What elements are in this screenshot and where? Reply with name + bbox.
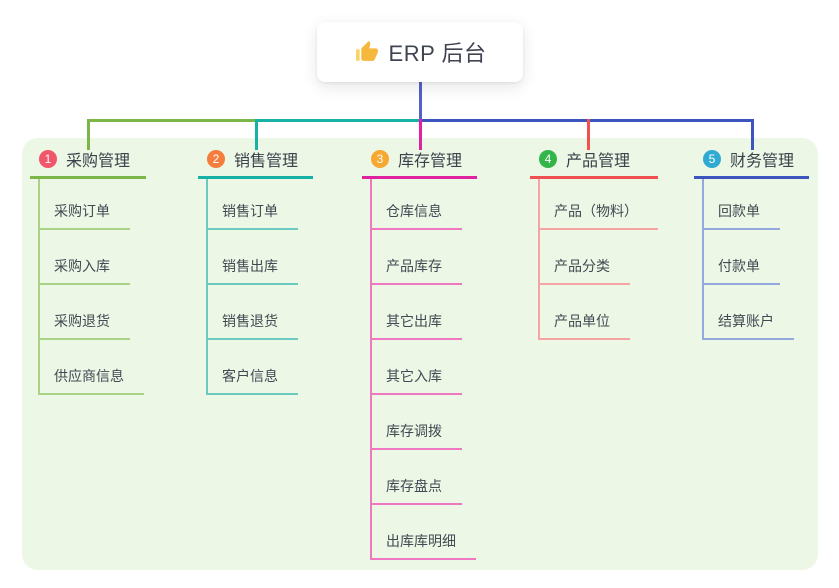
branch-badge-3: 3 (371, 150, 389, 168)
branch-3-connector-drop (419, 119, 422, 150)
branch-badge-5: 5 (703, 150, 721, 168)
branch-badge-1: 1 (39, 150, 57, 168)
branch-label-4: 产品管理 (566, 153, 631, 170)
branch-label-2: 销售管理 (234, 153, 299, 170)
child-node-3-6[interactable]: 库存盘点 (372, 450, 462, 505)
child-node-label: 库存盘点 (386, 478, 442, 494)
child-node-label: 其它入库 (386, 368, 442, 384)
child-node-4-2[interactable]: 产品分类 (540, 230, 630, 285)
branch-column-5: 5 财务管理回款单付款单结算账户 (694, 149, 809, 340)
branch-badge-4: 4 (539, 150, 557, 168)
branch-children-2: 销售订单销售出库销售退货客户信息 (206, 179, 298, 395)
child-node-label: 产品分类 (554, 258, 610, 274)
branch-children-1: 采购订单采购入库采购退货供应商信息 (38, 179, 144, 395)
child-node-3-7[interactable]: 出库库明细 (372, 505, 476, 560)
branch-4-connector-drop (587, 119, 590, 150)
child-node-label: 仓库信息 (386, 203, 442, 219)
branch-1-connector-drop (87, 119, 90, 150)
branch-2-connector-drop (255, 119, 258, 150)
branch-badge-2: 2 (207, 150, 225, 168)
child-node-3-4[interactable]: 其它入库 (372, 340, 462, 395)
branch-label-3: 库存管理 (398, 153, 463, 170)
branch-column-3: 3 库存管理仓库信息产品库存其它出库其它入库库存调拨库存盘点出库库明细 (362, 149, 477, 560)
branch-1-connector-line (87, 119, 255, 122)
child-node-3-5[interactable]: 库存调拨 (372, 395, 462, 450)
thumbs-up-icon (354, 40, 379, 65)
child-node-label: 销售订单 (222, 203, 278, 219)
child-node-2-1[interactable]: 销售订单 (208, 179, 298, 230)
child-node-4-3[interactable]: 产品单位 (540, 285, 630, 340)
child-node-1-2[interactable]: 采购入库 (40, 230, 130, 285)
child-node-5-3[interactable]: 结算账户 (704, 285, 794, 340)
child-node-1-1[interactable]: 采购订单 (40, 179, 130, 230)
child-node-label: 销售出库 (222, 258, 278, 274)
child-node-label: 付款单 (718, 258, 760, 274)
child-node-label: 采购退货 (54, 313, 110, 329)
branch-children-3: 仓库信息产品库存其它出库其它入库库存调拨库存盘点出库库明细 (370, 179, 476, 560)
branch-children-4: 产品（物料） 产品分类产品单位 (538, 179, 658, 340)
branch-header-1[interactable]: 1 采购管理 (30, 149, 146, 179)
child-node-4-1[interactable]: 产品（物料） (540, 179, 658, 230)
child-node-label: 供应商信息 (54, 368, 124, 384)
branch-5-connector-drop (751, 119, 754, 150)
root-stem-connector (419, 82, 422, 122)
child-node-3-3[interactable]: 其它出库 (372, 285, 462, 340)
branch-header-5[interactable]: 5 财务管理 (694, 149, 809, 179)
child-node-label: 销售退货 (222, 313, 278, 329)
child-node-2-4[interactable]: 客户信息 (208, 340, 298, 395)
child-node-3-1[interactable]: 仓库信息 (372, 179, 462, 230)
child-node-3-2[interactable]: 产品库存 (372, 230, 462, 285)
child-node-5-2[interactable]: 付款单 (704, 230, 780, 285)
branch-header-3[interactable]: 3 库存管理 (362, 149, 477, 179)
branch-children-5: 回款单付款单结算账户 (702, 179, 794, 340)
child-node-label: 采购入库 (54, 258, 110, 274)
root-node-label: ERP 后台 (388, 41, 487, 66)
child-node-label: 产品库存 (386, 258, 442, 274)
child-node-label: 出库库明细 (386, 533, 456, 549)
child-node-label: 库存调拨 (386, 423, 442, 439)
child-node-1-3[interactable]: 采购退货 (40, 285, 130, 340)
root-node[interactable]: ERP 后台 (317, 22, 523, 82)
branch-header-2[interactable]: 2 销售管理 (198, 149, 313, 179)
branch-label-1: 采购管理 (66, 153, 131, 170)
branch-header-4[interactable]: 4 产品管理 (530, 149, 658, 179)
child-node-label: 结算账户 (718, 313, 774, 329)
branch-background-panel (22, 138, 818, 570)
child-node-2-2[interactable]: 销售出库 (208, 230, 298, 285)
child-node-label: 采购订单 (54, 203, 110, 219)
child-node-2-3[interactable]: 销售退货 (208, 285, 298, 340)
branch-2-connector-line (255, 119, 419, 122)
child-node-5-1[interactable]: 回款单 (704, 179, 780, 230)
child-node-label: 产品（物料） (554, 203, 638, 219)
branch-column-2: 2 销售管理销售订单销售出库销售退货客户信息 (198, 149, 313, 395)
child-node-1-4[interactable]: 供应商信息 (40, 340, 144, 395)
branch-column-1: 1 采购管理采购订单采购入库采购退货供应商信息 (30, 149, 146, 395)
child-node-label: 回款单 (718, 203, 760, 219)
child-node-label: 其它出库 (386, 313, 442, 329)
child-node-label: 产品单位 (554, 313, 610, 329)
branch-column-4: 4 产品管理产品（物料） 产品分类产品单位 (530, 149, 658, 340)
branch-label-5: 财务管理 (730, 153, 795, 170)
child-node-label: 客户信息 (222, 368, 278, 384)
